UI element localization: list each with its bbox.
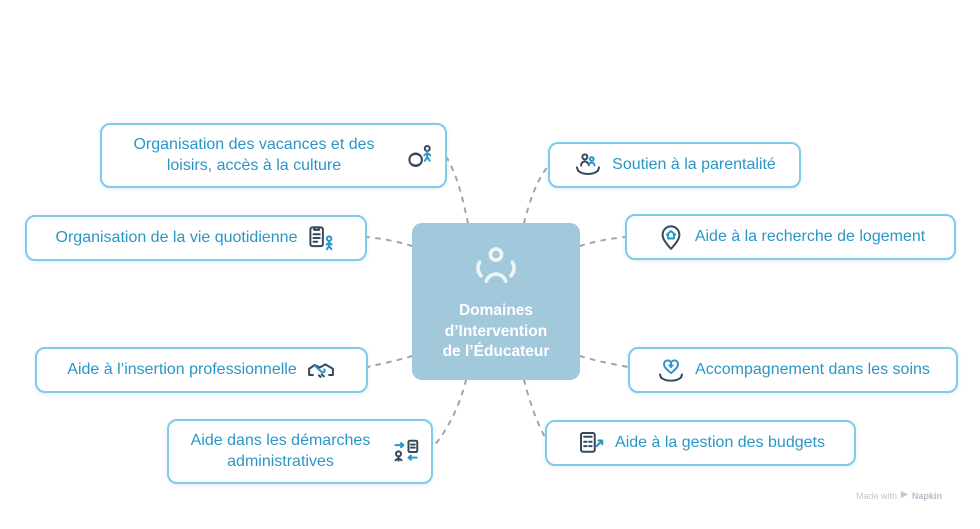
node-label: Aide à l’insertion professionnelle bbox=[67, 360, 297, 378]
educator-person-open-arms-icon bbox=[467, 240, 525, 298]
napkin-logo-icon bbox=[900, 490, 909, 501]
watermark-brand: Napkin bbox=[911, 490, 942, 501]
node-soutien-parentalite[interactable]: Soutien à la parentalité bbox=[548, 142, 801, 188]
node-label: Soutien à la parentalité bbox=[612, 155, 776, 173]
center-title-line: Domaines bbox=[458, 302, 534, 320]
daily-life-checklist-icon bbox=[306, 223, 336, 253]
watermark-text: Made with bbox=[855, 490, 897, 501]
center-title: Domaines d’Intervention de l’Éducateur bbox=[443, 301, 550, 362]
node-gestion-budgets[interactable]: Aide à la gestion des budgets bbox=[545, 420, 856, 466]
node-accompagnement-soins[interactable]: Accompagnement dans les soins bbox=[628, 347, 958, 393]
node-label: Aide à la recherche de logement bbox=[694, 227, 926, 245]
node-label: Organisation des vacances et des loisirs… bbox=[133, 135, 375, 174]
leisure-culture-icon bbox=[405, 141, 435, 171]
budget-calculator-icon bbox=[576, 428, 606, 458]
center-title-line: de l’Éducateur bbox=[442, 343, 550, 361]
care-heart-icon bbox=[656, 355, 686, 385]
node-vacances-loisirs-culture[interactable]: Organisation des vacances et des loisirs… bbox=[100, 123, 447, 188]
watermark: Made with Napkin bbox=[856, 490, 942, 501]
admin-documents-icon bbox=[391, 437, 421, 467]
parenting-support-icon bbox=[573, 150, 603, 180]
node-vie-quotidienne[interactable]: Organisation de la vie quotidienne bbox=[25, 215, 367, 261]
node-label: Accompagnement dans les soins bbox=[695, 360, 930, 378]
center-node[interactable]: Domaines d’Intervention de l’Éducateur bbox=[412, 223, 580, 380]
node-label: Organisation de la vie quotidienne bbox=[55, 228, 298, 246]
center-title-line: d’Intervention bbox=[444, 322, 548, 340]
node-insertion-professionnelle[interactable]: Aide à l’insertion professionnelle bbox=[35, 347, 368, 393]
node-label: Aide dans les démarches administratives bbox=[190, 431, 371, 470]
node-label: Aide à la gestion des budgets bbox=[615, 433, 825, 451]
housing-pin-icon bbox=[656, 222, 686, 252]
node-recherche-logement[interactable]: Aide à la recherche de logement bbox=[625, 214, 956, 260]
node-demarches-administratives[interactable]: Aide dans les démarches administratives bbox=[167, 419, 433, 484]
handshake-icon bbox=[306, 355, 336, 385]
